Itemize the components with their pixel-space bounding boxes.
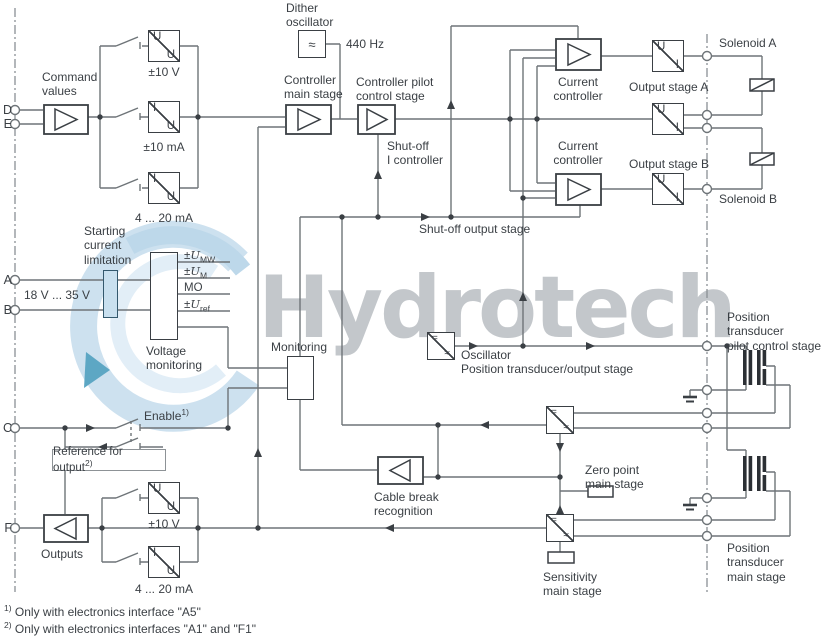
out-420ma-label: 4 ... 20 mA <box>134 582 194 596</box>
outputs-label: Outputs <box>41 547 84 561</box>
amplifier-triangle-left-icon <box>53 516 77 541</box>
vm-output-uref-label: ±Uref <box>184 297 210 314</box>
position-transducer-main-label: Position transducer main stage <box>727 541 786 584</box>
controller-pilot-stage-block <box>357 104 396 135</box>
sensitivity-main-stage-label: Sensitivity main stage <box>543 570 602 599</box>
demodulator-pilot-block: =≈ <box>546 406 574 434</box>
reference-for-output-label: Reference for output2) <box>52 446 166 474</box>
command-values-amplifier-block <box>43 104 89 135</box>
terminal-c-label: C <box>2 421 12 435</box>
dither-oscillator-block: ≈ <box>298 30 326 58</box>
vm-output-um-label: ±UM <box>184 264 208 281</box>
out-pm10v-label: ±10 V <box>148 517 180 531</box>
switch-icons <box>115 36 141 565</box>
footnote-1: 1) Only with electronics interface "A5" <box>4 603 201 619</box>
output-stage-b-label: Output stage B <box>629 157 710 171</box>
dither-frequency-label: 440 Hz <box>346 37 385 51</box>
cable-break-recognition-block <box>377 456 424 485</box>
outputs-amplifier-block <box>43 514 89 543</box>
demodulator-main-block: =≈ <box>546 514 574 542</box>
vm-output-umw-label: ±UMW <box>184 248 216 265</box>
flow-arrows <box>86 100 595 532</box>
solenoid-coil-icons <box>749 78 775 166</box>
shutoff-output-stage-label: Shut-off output stage <box>419 222 531 236</box>
range-pm10v-label: ±10 V <box>148 65 180 79</box>
sine-symbol-icon: ≈ <box>308 36 316 52</box>
lvdt-pilot-icon <box>743 350 767 385</box>
supply-range-label: 18 V ... 35 V <box>24 288 91 302</box>
watermark-text: Hydrotech <box>258 258 737 358</box>
output-stage-a-label: Output stage A <box>629 80 709 94</box>
terminal-b-label: B <box>3 303 12 317</box>
starting-current-limitation-block <box>103 270 118 318</box>
controller-main-stage-block <box>285 104 332 135</box>
terminal-d-label: D <box>2 103 12 117</box>
amplifier-triangle-icon <box>567 177 592 202</box>
terminal-circles <box>9 50 713 542</box>
amplifier-triangle-icon <box>297 107 322 132</box>
current-controller-a-block <box>555 38 602 71</box>
monitoring-block <box>287 356 314 400</box>
shutoff-i-controller-label: Shut-off I controller <box>387 139 444 168</box>
current-controller-b-block <box>555 173 602 206</box>
voltage-monitoring-block <box>150 252 178 340</box>
ground-icons <box>683 395 697 511</box>
cable-break-recognition-label: Cable break recognition <box>374 490 439 519</box>
amplifier-triangle-left-icon <box>388 458 411 483</box>
amplifier-triangle-icon <box>567 42 592 67</box>
solenoid-b-label: Solenoid B <box>719 192 778 206</box>
current-controller-a-label: Current controller <box>553 75 603 104</box>
enable-label: Enable1) <box>144 407 189 423</box>
junction-dots <box>62 114 730 531</box>
command-values-label: Command values <box>42 70 98 99</box>
amplifier-triangle-icon <box>54 107 79 132</box>
oscillator-position-transducer-block: =≈ <box>427 332 455 360</box>
oscillator-position-transducer-label: Oscillator Position transducer/output st… <box>461 348 634 377</box>
controller-main-stage-label: Controller main stage <box>284 73 343 102</box>
lvdt-main-icon <box>743 456 767 491</box>
current-controller-b-label: Current controller <box>553 139 603 168</box>
starting-current-limitation-label: Starting current limitation <box>84 224 132 267</box>
zero-point-main-stage-label: Zero point main stage <box>585 463 644 492</box>
range-420ma-label: 4 ... 20 mA <box>134 211 194 225</box>
solenoid-a-label: Solenoid A <box>719 36 777 50</box>
controller-pilot-stage-label: Controller pilot control stage <box>356 75 434 104</box>
vm-output-mo-label: MO <box>184 282 203 294</box>
terminal-a-label: A <box>3 273 12 287</box>
range-pm10ma-label: ±10 mA <box>143 140 185 154</box>
terminal-e-label: E <box>3 117 12 131</box>
monitoring-label: Monitoring <box>271 340 328 354</box>
amplifier-triangle-icon <box>366 107 389 132</box>
dither-oscillator-label: Dither oscillator <box>286 1 334 30</box>
position-transducer-pilot-label: Position transducer pilot control stage <box>727 310 822 353</box>
footnote-2: 2) Only with electronics interfaces "A1"… <box>4 620 257 636</box>
voltage-monitoring-label: Voltage monitoring <box>146 344 203 373</box>
potentiometer-icons <box>547 485 614 564</box>
terminal-f-label: F <box>4 521 12 535</box>
